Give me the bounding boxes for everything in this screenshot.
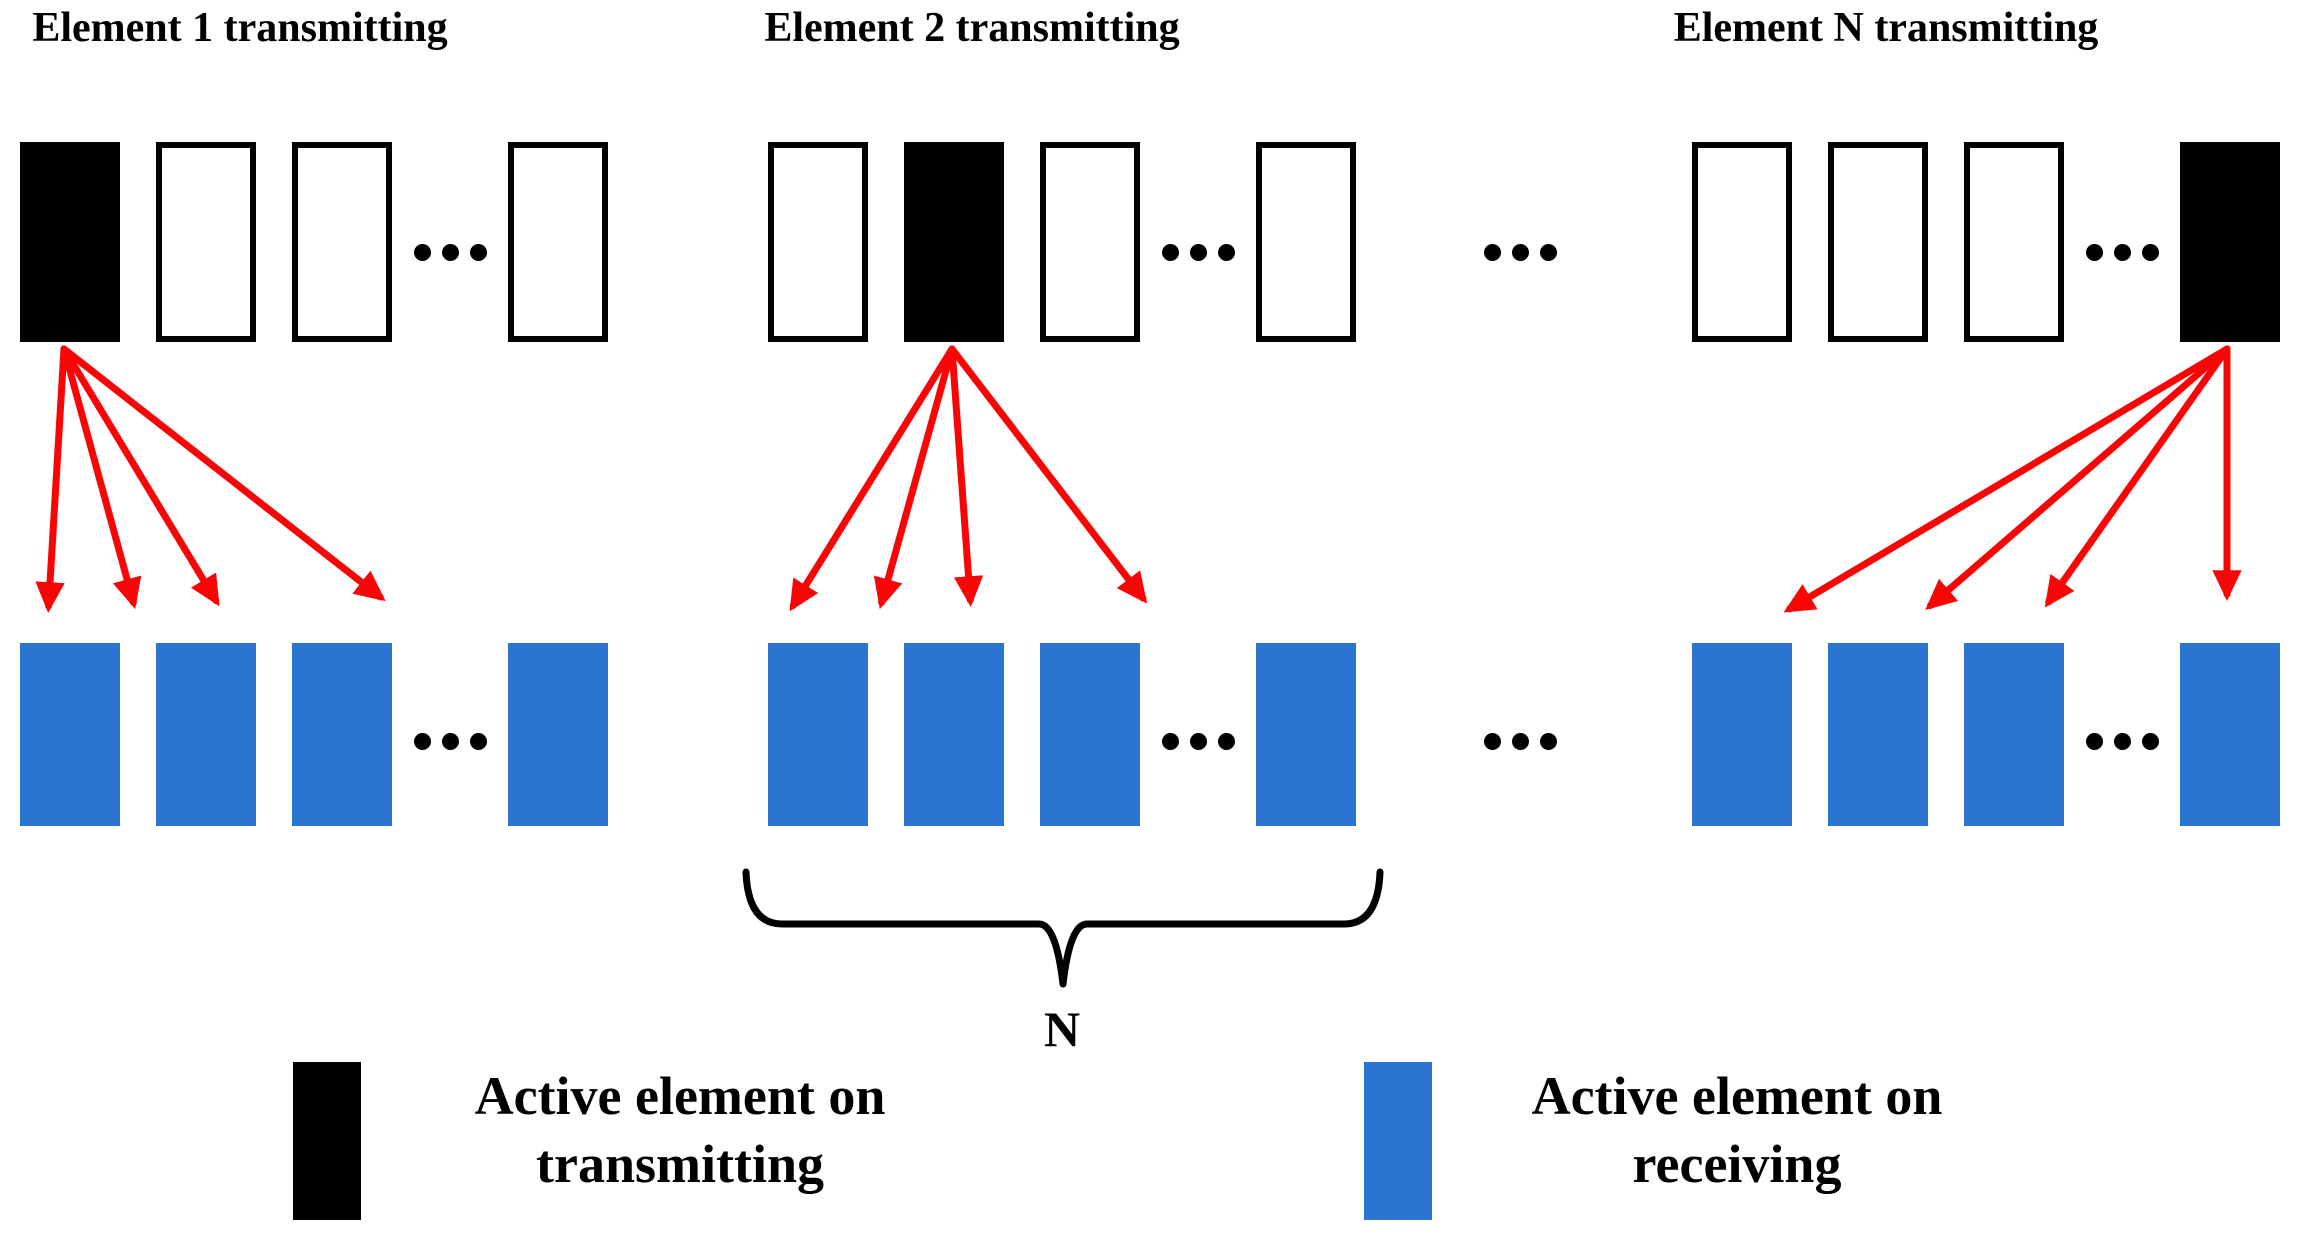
transmit-element xyxy=(768,142,868,342)
transmit-element xyxy=(1040,142,1140,342)
legend-label-transmit-line1: Active element on xyxy=(474,1066,886,1126)
transmit-element-active xyxy=(20,142,120,342)
receive-element xyxy=(1964,643,2064,826)
ellipsis-dots-receive-row xyxy=(2085,732,2159,750)
ellipsis-dot xyxy=(1189,243,1207,261)
ellipsis-dot xyxy=(2085,732,2103,750)
ellipsis-dot xyxy=(441,732,459,750)
group-title-element-1: Element 1 transmitting xyxy=(32,5,448,51)
receive-element xyxy=(156,643,256,826)
ellipsis-dot xyxy=(1483,243,1501,261)
ellipsis-dot xyxy=(413,732,431,750)
transmit-to-receive-arrow xyxy=(35,345,68,614)
transmit-to-receive-arrow xyxy=(2044,345,2231,608)
ellipsis-dot xyxy=(2141,243,2159,261)
receive-element xyxy=(2180,643,2280,826)
receive-element xyxy=(1040,643,1140,826)
ellipsis-dot xyxy=(1189,732,1207,750)
ellipsis-dot xyxy=(2141,732,2159,750)
receive-element xyxy=(768,643,868,826)
inter-group-ellipsis-dots xyxy=(1483,243,1557,261)
ellipsis-dot xyxy=(2113,732,2131,750)
transmit-to-receive-arrow xyxy=(60,345,220,607)
transmit-element xyxy=(1964,142,2064,342)
legend-label-receive: Active element on receiving xyxy=(1532,1062,1943,1198)
ellipsis-dot xyxy=(2113,243,2131,261)
transmit-to-receive-arrow xyxy=(873,345,956,610)
ellipsis-dot xyxy=(1539,732,1557,750)
ellipsis-dot xyxy=(1161,732,1179,750)
ellipsis-dot xyxy=(1539,243,1557,261)
receive-element xyxy=(292,643,392,826)
transmit-element xyxy=(508,142,608,342)
group-title-element-n: Element N transmitting xyxy=(1673,5,2099,51)
ellipsis-dots-receive-row xyxy=(1161,732,1235,750)
transmit-to-receive-arrow xyxy=(1783,345,2231,613)
transmit-to-receive-arrow xyxy=(948,345,984,608)
legend-label-transmit: Active element on transmitting xyxy=(475,1062,886,1198)
ellipsis-dot xyxy=(1511,732,1529,750)
legend-label-receive-line2: receiving xyxy=(1632,1134,1842,1194)
ellipsis-dot xyxy=(2085,243,2103,261)
receive-element xyxy=(20,643,120,826)
ellipsis-dot xyxy=(1217,732,1235,750)
ellipsis-dot xyxy=(441,243,459,261)
transmit-element xyxy=(292,142,392,342)
inter-group-ellipsis-dots xyxy=(1483,732,1557,750)
ellipsis-dot xyxy=(1217,243,1235,261)
receive-element xyxy=(1692,643,1792,826)
receive-element xyxy=(1256,643,1356,826)
ellipsis-dot xyxy=(469,732,487,750)
ellipsis-dot xyxy=(413,243,431,261)
ellipsis-dot xyxy=(1161,243,1179,261)
transmit-element-active xyxy=(2180,142,2280,342)
transmit-element xyxy=(156,142,256,342)
legend-swatch-receive xyxy=(1364,1062,1432,1220)
legend-label-receive-line1: Active element on xyxy=(1531,1066,1943,1126)
group-title-element-2: Element 2 transmitting xyxy=(764,5,1180,51)
transmit-element xyxy=(1828,142,1928,342)
transmit-to-receive-arrow xyxy=(948,345,1148,604)
ellipsis-dot xyxy=(1511,243,1529,261)
transmit-element xyxy=(1692,142,1792,342)
brace-label: N xyxy=(1043,1001,1081,1057)
legend-swatch-transmit xyxy=(293,1062,361,1220)
underbrace xyxy=(742,868,1384,988)
receive-element xyxy=(508,643,608,826)
receive-element xyxy=(904,643,1004,826)
ellipsis-dots-transmit-row xyxy=(2085,243,2159,261)
receive-element xyxy=(1828,643,1928,826)
ellipsis-dots-receive-row xyxy=(413,732,487,750)
ellipsis-dots-transmit-row xyxy=(1161,243,1235,261)
ellipsis-dot xyxy=(469,243,487,261)
transmit-to-receive-arrow xyxy=(1925,345,2231,611)
transmit-to-receive-arrow xyxy=(789,345,956,612)
legend-label-transmit-line2: transmitting xyxy=(536,1134,824,1194)
ellipsis-dots-transmit-row xyxy=(413,243,487,261)
transmit-element-active xyxy=(904,142,1004,342)
ellipsis-dot xyxy=(1483,732,1501,750)
transmit-to-receive-arrow xyxy=(60,345,386,602)
transmit-to-receive-arrow xyxy=(60,345,142,610)
transmit-element xyxy=(1256,142,1356,342)
